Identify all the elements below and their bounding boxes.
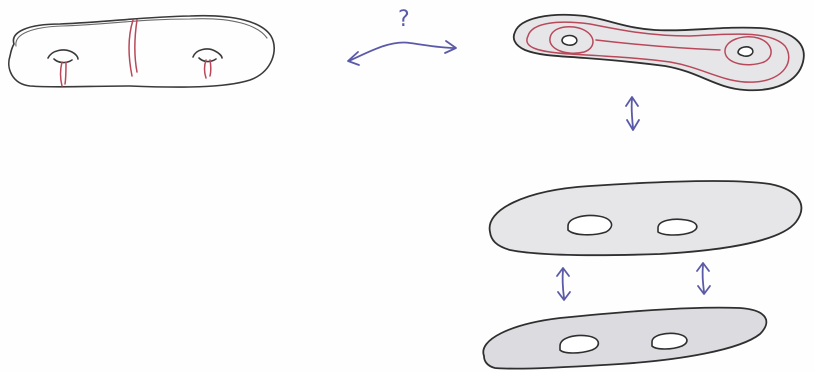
disc-lower-hole-right	[652, 333, 687, 349]
question-arrow-group: ?	[348, 7, 456, 65]
genus-two-surface-left	[9, 16, 274, 87]
double-arrow-shaft	[349, 42, 455, 61]
vertical-arrow-right	[697, 263, 710, 294]
red-left-meridian	[61, 62, 67, 86]
vertical-arrow-top-shaft	[632, 99, 633, 128]
left-hole-upper	[48, 50, 78, 59]
disc-lower-hole-left	[560, 335, 598, 353]
vertical-arrow-top	[626, 97, 639, 130]
disc-with-two-holes-lower	[483, 308, 766, 369]
right-hole-upper	[193, 49, 222, 58]
surface-outline-stroke	[16, 19, 267, 46]
small-hole-left	[562, 36, 577, 46]
disc-upper-hole-right	[658, 219, 697, 235]
red-separating-curve	[129, 20, 137, 76]
red-right-meridian	[205, 60, 211, 78]
genus-two-surface-right	[514, 15, 804, 90]
small-hole-right	[738, 47, 753, 56]
vertical-arrow-left-shaft	[563, 270, 564, 298]
disc-upper-hole-left	[568, 215, 612, 234]
right-hole-lower	[199, 58, 216, 62]
vertical-arrow-left	[557, 268, 570, 300]
vertical-arrow-right-shaft	[703, 265, 704, 292]
disc-lower-outline	[483, 308, 766, 369]
question-mark: ?	[398, 7, 410, 32]
disc-with-two-holes-upper	[490, 181, 802, 255]
disc-upper-outline	[490, 181, 802, 255]
left-hole-lower	[54, 59, 72, 63]
